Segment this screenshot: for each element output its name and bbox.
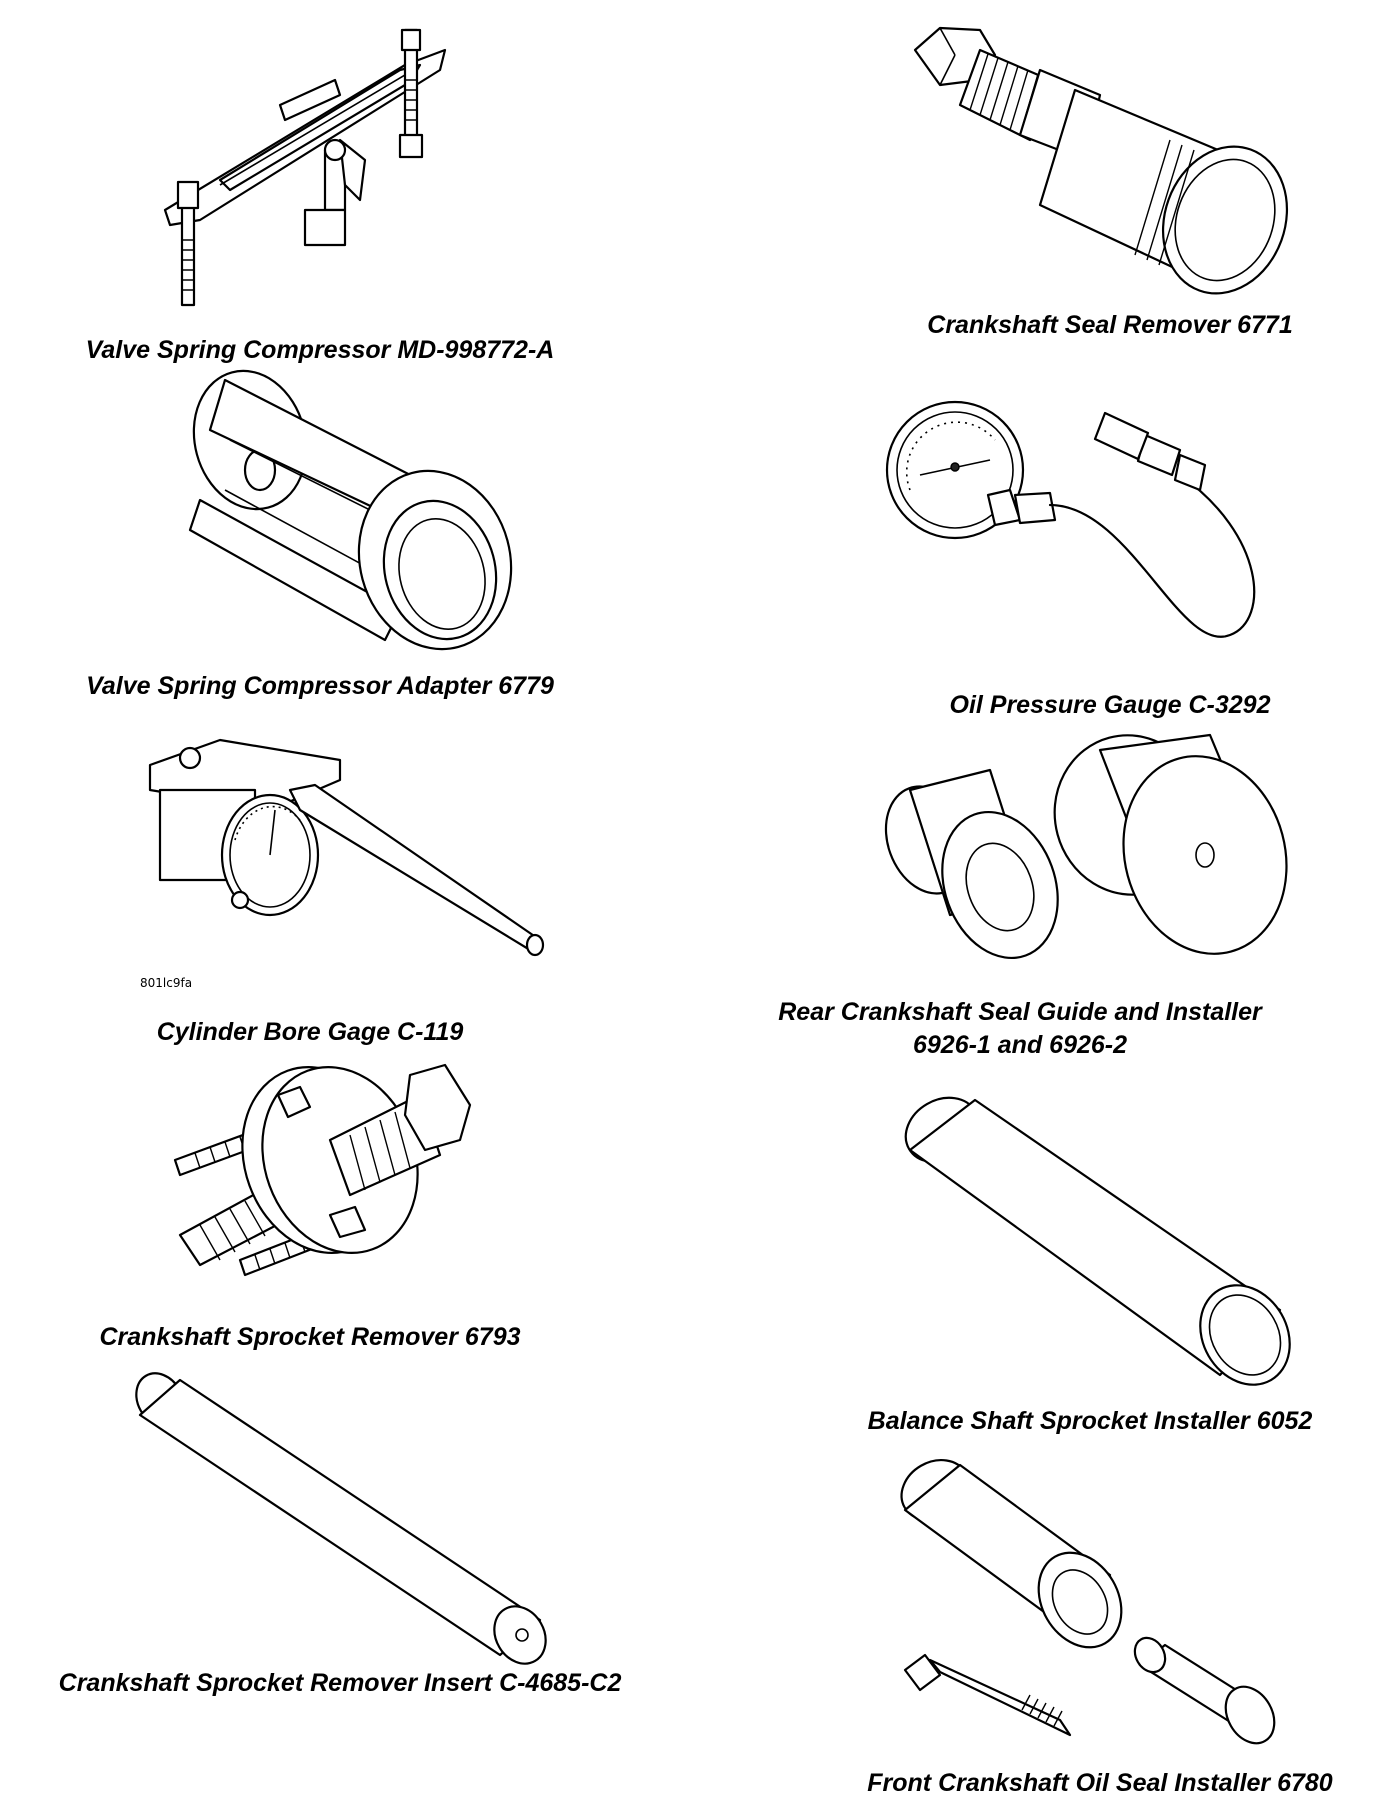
crankshaft-seal-remover-figure [900,10,1320,300]
crankshaft-seal-remover-illustration [913,26,1289,295]
crankshaft-sprocket-remover-illustration [173,1063,472,1277]
valve-spring-compressor-adapter-caption: Valve Spring Compressor Adapter 6779 [86,672,554,700]
balance-shaft-sprocket-installer-figure [890,1090,1291,1386]
front-crankshaft-oil-seal-installer-illustration [900,1458,1276,1745]
crankshaft-sprocket-remover-caption: Crankshaft Sprocket Remover 6793 [99,1323,521,1351]
figure-code: 801lc9fa [140,976,193,990]
balance-shaft-sprocket-installer-caption: Balance Shaft Sprocket Installer 6052 [867,1407,1313,1435]
cylinder-bore-gage-illustration [148,738,545,957]
rear-crankshaft-seal-guide-caption-line1: Rear Crankshaft Seal Guide and Installer [778,998,1262,1026]
valve-spring-compressor-figure [160,10,520,310]
valve-spring-compressor-adapter-figure [170,369,540,651]
cylinder-bore-gage-caption: Cylinder Bore Gage C-119 [156,1018,464,1046]
oil-pressure-gauge-caption: Oil Pressure Gauge C-3292 [949,691,1271,719]
oil-pressure-gauge-figure [880,395,1300,695]
valve-spring-compressor-caption: Valve Spring Compressor MD-998772-A [85,336,555,364]
crankshaft-seal-remover-caption: Crankshaft Seal Remover 6771 [927,311,1293,339]
front-crankshaft-oil-seal-installer-figure [880,1450,1310,1745]
crankshaft-sprocket-remover-insert-illustration [135,1372,547,1665]
front-crankshaft-oil-seal-installer-caption: Front Crankshaft Oil Seal Installer 6780 [867,1769,1333,1797]
crankshaft-sprocket-remover-insert-caption: Crankshaft Sprocket Remover Insert C-468… [58,1669,622,1697]
cylinder-bore-gage-figure [140,720,560,960]
valve-spring-compressor-illustration [163,28,447,307]
rear-crankshaft-seal-guide-illustration [884,733,1288,960]
balance-shaft-sprocket-installer-illustration [904,1096,1291,1386]
rear-crankshaft-seal-guide-figure [880,733,1300,985]
rear-crankshaft-seal-guide-caption-line2: 6926-1 and 6926-2 [912,1031,1128,1059]
crankshaft-sprocket-remover-figure [160,1063,530,1305]
valve-spring-compressor-adapter-illustration [188,369,513,651]
crankshaft-sprocket-remover-insert-figure [130,1370,550,1665]
oil-pressure-gauge-illustration [885,400,1256,638]
